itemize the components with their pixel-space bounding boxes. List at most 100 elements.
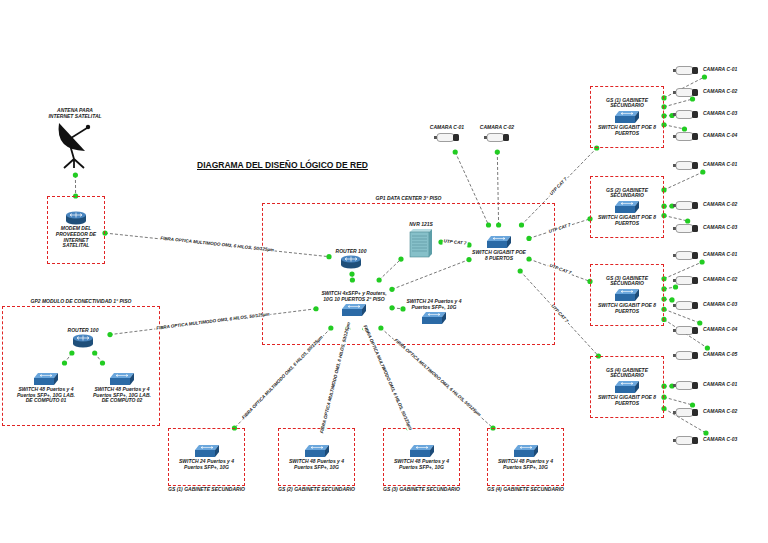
node-label: GP1 DATA CENTER 3° PISO [376, 196, 442, 202]
node-label: CAMARA C-02 [703, 202, 737, 208]
camera-icon [673, 350, 699, 361]
link-label: UTP CAT 7 [442, 240, 467, 247]
switch-icon [421, 311, 447, 325]
device-node: ROUTER 100 [329, 244, 373, 274]
network-link [392, 260, 469, 290]
cabinet-box: SWITCH 48 Puertos y 4 Puertos SFP+, 10GG… [383, 428, 460, 486]
node-label: ROUTER 100 [68, 328, 99, 334]
router-icon [340, 255, 362, 269]
cabinet-box: SWITCH 48 Puertos y 4 Puertos SFP+, 10GG… [278, 428, 355, 486]
device-node: CAMARA C-04 [672, 323, 764, 337]
node-label: GS (4) GABINETE SECUNDARIO [487, 487, 564, 493]
device-node: CAMARA C-01 [672, 158, 764, 172]
port-dot [486, 222, 491, 227]
cabinet-box: GP2 MODULO DE CONECTIVIDAD 1° PISOROUTER… [2, 306, 160, 426]
node-label: CAMARA C-04 [703, 327, 737, 333]
cabinet-box: GS (2) GABINETE SECUNDARIO SWITCH GIGABIT… [590, 176, 664, 238]
device-node: CAMARA C-03 [672, 107, 764, 121]
node-label: CAMARA C-02 [703, 277, 737, 283]
port-dot [700, 169, 705, 174]
port-dot [690, 402, 695, 407]
router-icon [72, 334, 94, 348]
cabinet-box: SWITCH 48 Puertos y 4 Puertos SFP+, 10GG… [487, 428, 564, 486]
port-dot [661, 113, 666, 118]
link-label: FIBRA OPTICA MULTIMODO OM3, 6 HILOS, 50/… [159, 236, 275, 253]
network-link [664, 319, 707, 348]
node-label: CAMARA C-03 [703, 302, 737, 308]
camera-icon [673, 131, 699, 142]
port-dot [661, 296, 666, 301]
camera-icon [673, 380, 699, 391]
node-label: SWITCH GIGABIT POE 8 PUERTOS [593, 215, 661, 227]
device-node: CAMARA C-01 [672, 63, 764, 77]
port-dot [389, 287, 394, 292]
network-link [105, 233, 329, 257]
switch-icon [409, 444, 435, 458]
port-dot [377, 277, 382, 282]
device-node: CAMARA C-04 [672, 129, 764, 143]
device-node: CAMARA C-02 [672, 198, 764, 212]
port-dot [669, 297, 674, 302]
node-label: CAMARA C-02 [703, 409, 737, 415]
node-label: GS (3) GABINETE SECUNDARIO [383, 487, 460, 493]
node-label: GS (2) GABINETE SECUNDARIO [278, 487, 355, 493]
port-dot [378, 325, 383, 330]
dish-icon [53, 120, 97, 170]
port-dot [526, 256, 531, 261]
cabinet-box: GS (3) GABINETE SECUNDARIOSWITCH GIGABIT… [590, 264, 664, 326]
port-dot [685, 218, 690, 223]
node-label: CAMARA C-01 [703, 67, 737, 73]
port-dot [705, 345, 710, 350]
network-link [379, 259, 401, 280]
network-link [664, 99, 693, 107]
node-label: SWITCH GIGABIT POE 8 PUERTOS [471, 250, 527, 262]
nvr-icon [409, 228, 433, 258]
node-label: GS (2) GABINETE SECUNDARIO [593, 188, 661, 200]
link-label: FIBRA OPTICA MULTIMODO OM3, 6 HILOS, 50/… [241, 334, 325, 421]
port-dot [661, 213, 666, 218]
port-dot [362, 325, 367, 330]
network-link [110, 309, 316, 335]
camera-icon [673, 200, 699, 211]
node-label: MODEM DEL PROVEEDOR DE INTERNET SATELITA… [50, 226, 102, 249]
network-link [664, 397, 693, 405]
device-node: CAMARA C-03 [672, 298, 764, 312]
node-label: CAMARA C-02 [703, 89, 737, 95]
network-link [75, 175, 76, 196]
switch-icon [109, 372, 135, 386]
node-label: CAMARA C-02 [480, 125, 514, 131]
camera-icon [673, 407, 699, 418]
link-label: UTP CAT 7 [547, 222, 572, 234]
network-link [529, 259, 590, 281]
node-label: SWITCH 48 Puertos y 4 Puertos SFP+, 10G … [91, 387, 153, 404]
switch-icon [304, 444, 330, 458]
camera-icon [434, 132, 460, 143]
node-label: CAMARA C-04 [703, 133, 737, 139]
node-label: SWITCH GIGABIT POE 8 PUERTOS [593, 125, 661, 137]
device-node: CAMARA C-02 [474, 116, 520, 152]
router-icon [65, 211, 87, 225]
link-label: FIBRA OPTICA MULTIMODO OM3, 6 HILOS, 50/… [320, 321, 352, 435]
node-label: ANTENA PARA INTERNET SATELITAL [47, 108, 103, 120]
port-dot [400, 306, 405, 311]
link-label: FIBRA OPTICA MULTIMODO OM3, 6 HILOS, 50/… [155, 312, 271, 331]
node-label: CAMARA C-01 [703, 382, 737, 388]
switch-icon [614, 288, 640, 302]
node-label: CAMARA C-03 [703, 225, 737, 231]
port-dot [398, 257, 403, 262]
node-label: ROUTER 100 [336, 249, 367, 255]
switch-icon [513, 444, 539, 458]
network-link [664, 216, 688, 221]
switch-icon [614, 110, 640, 124]
port-dot [661, 122, 666, 127]
device-node: CAMARA C-05 [672, 348, 764, 362]
device-node: CAMARA C-01 [424, 116, 470, 152]
node-label: SWITCH 24 Puertos y 4 Puertos SFP+, 10G [405, 299, 463, 311]
port-dot [453, 149, 458, 154]
node-label: CAMARA C-05 [703, 352, 737, 358]
port-dot [661, 95, 666, 100]
device-node: CAMARA C-02 [672, 405, 764, 419]
link-label: FIBRA OPTICA MULTIMODO OM3, 6 HILOS, 50/… [361, 324, 412, 432]
port-dot [661, 286, 666, 291]
port-dot [102, 230, 107, 235]
